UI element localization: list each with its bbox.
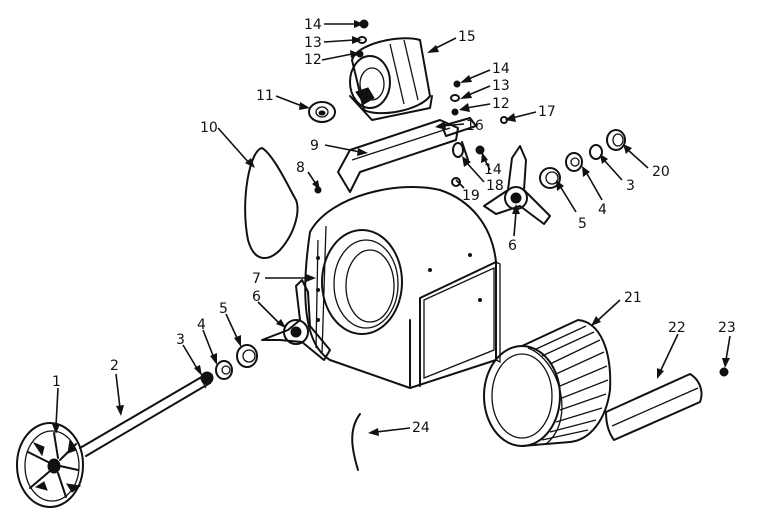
motor-pulley <box>308 101 336 123</box>
leader-lines <box>52 20 731 436</box>
shaft <box>79 374 211 457</box>
callout-5: 5 <box>219 301 228 317</box>
callout-4-right: 4 <box>598 202 607 218</box>
callout-15: 15 <box>458 29 476 45</box>
callout-16: 16 <box>466 118 484 134</box>
callout-6-left: 6 <box>252 289 261 305</box>
callout-2: 2 <box>110 358 119 374</box>
callout-23: 23 <box>718 320 736 336</box>
callout-17: 17 <box>538 104 556 120</box>
callout-24: 24 <box>412 420 430 436</box>
callout-14-mid: 14 <box>484 162 502 178</box>
callout-22: 22 <box>668 320 686 336</box>
callout-1: 1 <box>52 374 61 390</box>
callout-13-left: 13 <box>304 35 322 51</box>
callout-14-left: 14 <box>304 17 322 33</box>
pulley-wheel <box>16 422 84 508</box>
motor-fasteners-right <box>450 80 461 116</box>
callout-7: 7 <box>252 271 261 287</box>
belt <box>244 147 299 259</box>
callout-8: 8 <box>296 160 305 176</box>
motor-mount-bracket <box>337 119 459 193</box>
left-bearing-set <box>200 344 258 385</box>
callout-labels: 1 2 3 4 5 6 7 8 9 10 11 12 13 14 15 14 1… <box>52 17 736 436</box>
callout-5-right: 5 <box>578 216 587 232</box>
left-bearing-bracket <box>261 279 331 361</box>
callout-3: 3 <box>176 332 185 348</box>
callout-6-right: 6 <box>508 238 517 254</box>
callout-12-right: 12 <box>492 96 510 112</box>
spring-clip <box>351 413 361 471</box>
blower-wheel <box>483 319 612 447</box>
callout-13-right: 13 <box>492 78 510 94</box>
motor <box>349 37 433 121</box>
callout-9: 9 <box>310 138 319 154</box>
callout-12-left: 12 <box>304 52 322 68</box>
screw <box>719 367 729 377</box>
callout-19: 19 <box>462 188 480 204</box>
callout-10: 10 <box>200 120 218 136</box>
right-bearing-set <box>539 129 626 189</box>
callout-20: 20 <box>652 164 670 180</box>
right-bearing-bracket <box>483 145 551 225</box>
callout-14-right: 14 <box>492 61 510 77</box>
callout-18: 18 <box>486 178 504 194</box>
callout-4: 4 <box>197 317 206 333</box>
callout-3-right: 3 <box>626 178 635 194</box>
callout-21: 21 <box>624 290 642 306</box>
callout-11: 11 <box>256 88 274 104</box>
blower-housing <box>304 186 501 389</box>
cutoff-plate <box>605 373 703 441</box>
